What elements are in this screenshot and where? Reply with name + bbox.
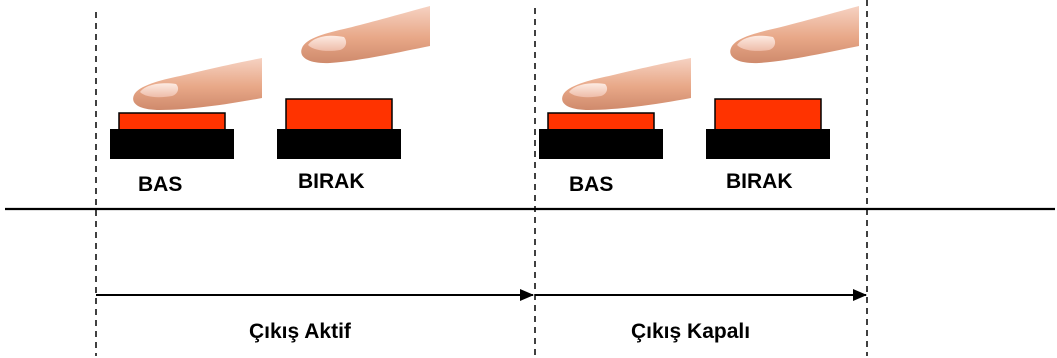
finger-icon [301,6,430,64]
button-label-birak: BIRAK [298,170,365,193]
push-button-released [706,98,830,159]
push-button-pressed [110,112,234,159]
button-label-birak: BIRAK [726,170,793,193]
push-button-released [277,98,401,159]
finger-icon [133,58,262,110]
segment-label-cikis-kapali: Çıkış Kapalı [631,320,751,343]
finger-icon [730,6,859,64]
segment-label-cikis-aktif: Çıkış Aktif [249,320,351,343]
button-label-bas: BAS [569,173,614,196]
finger-icon [562,58,691,110]
push-button-pressed [539,112,663,159]
button-label-bas: BAS [138,173,183,196]
